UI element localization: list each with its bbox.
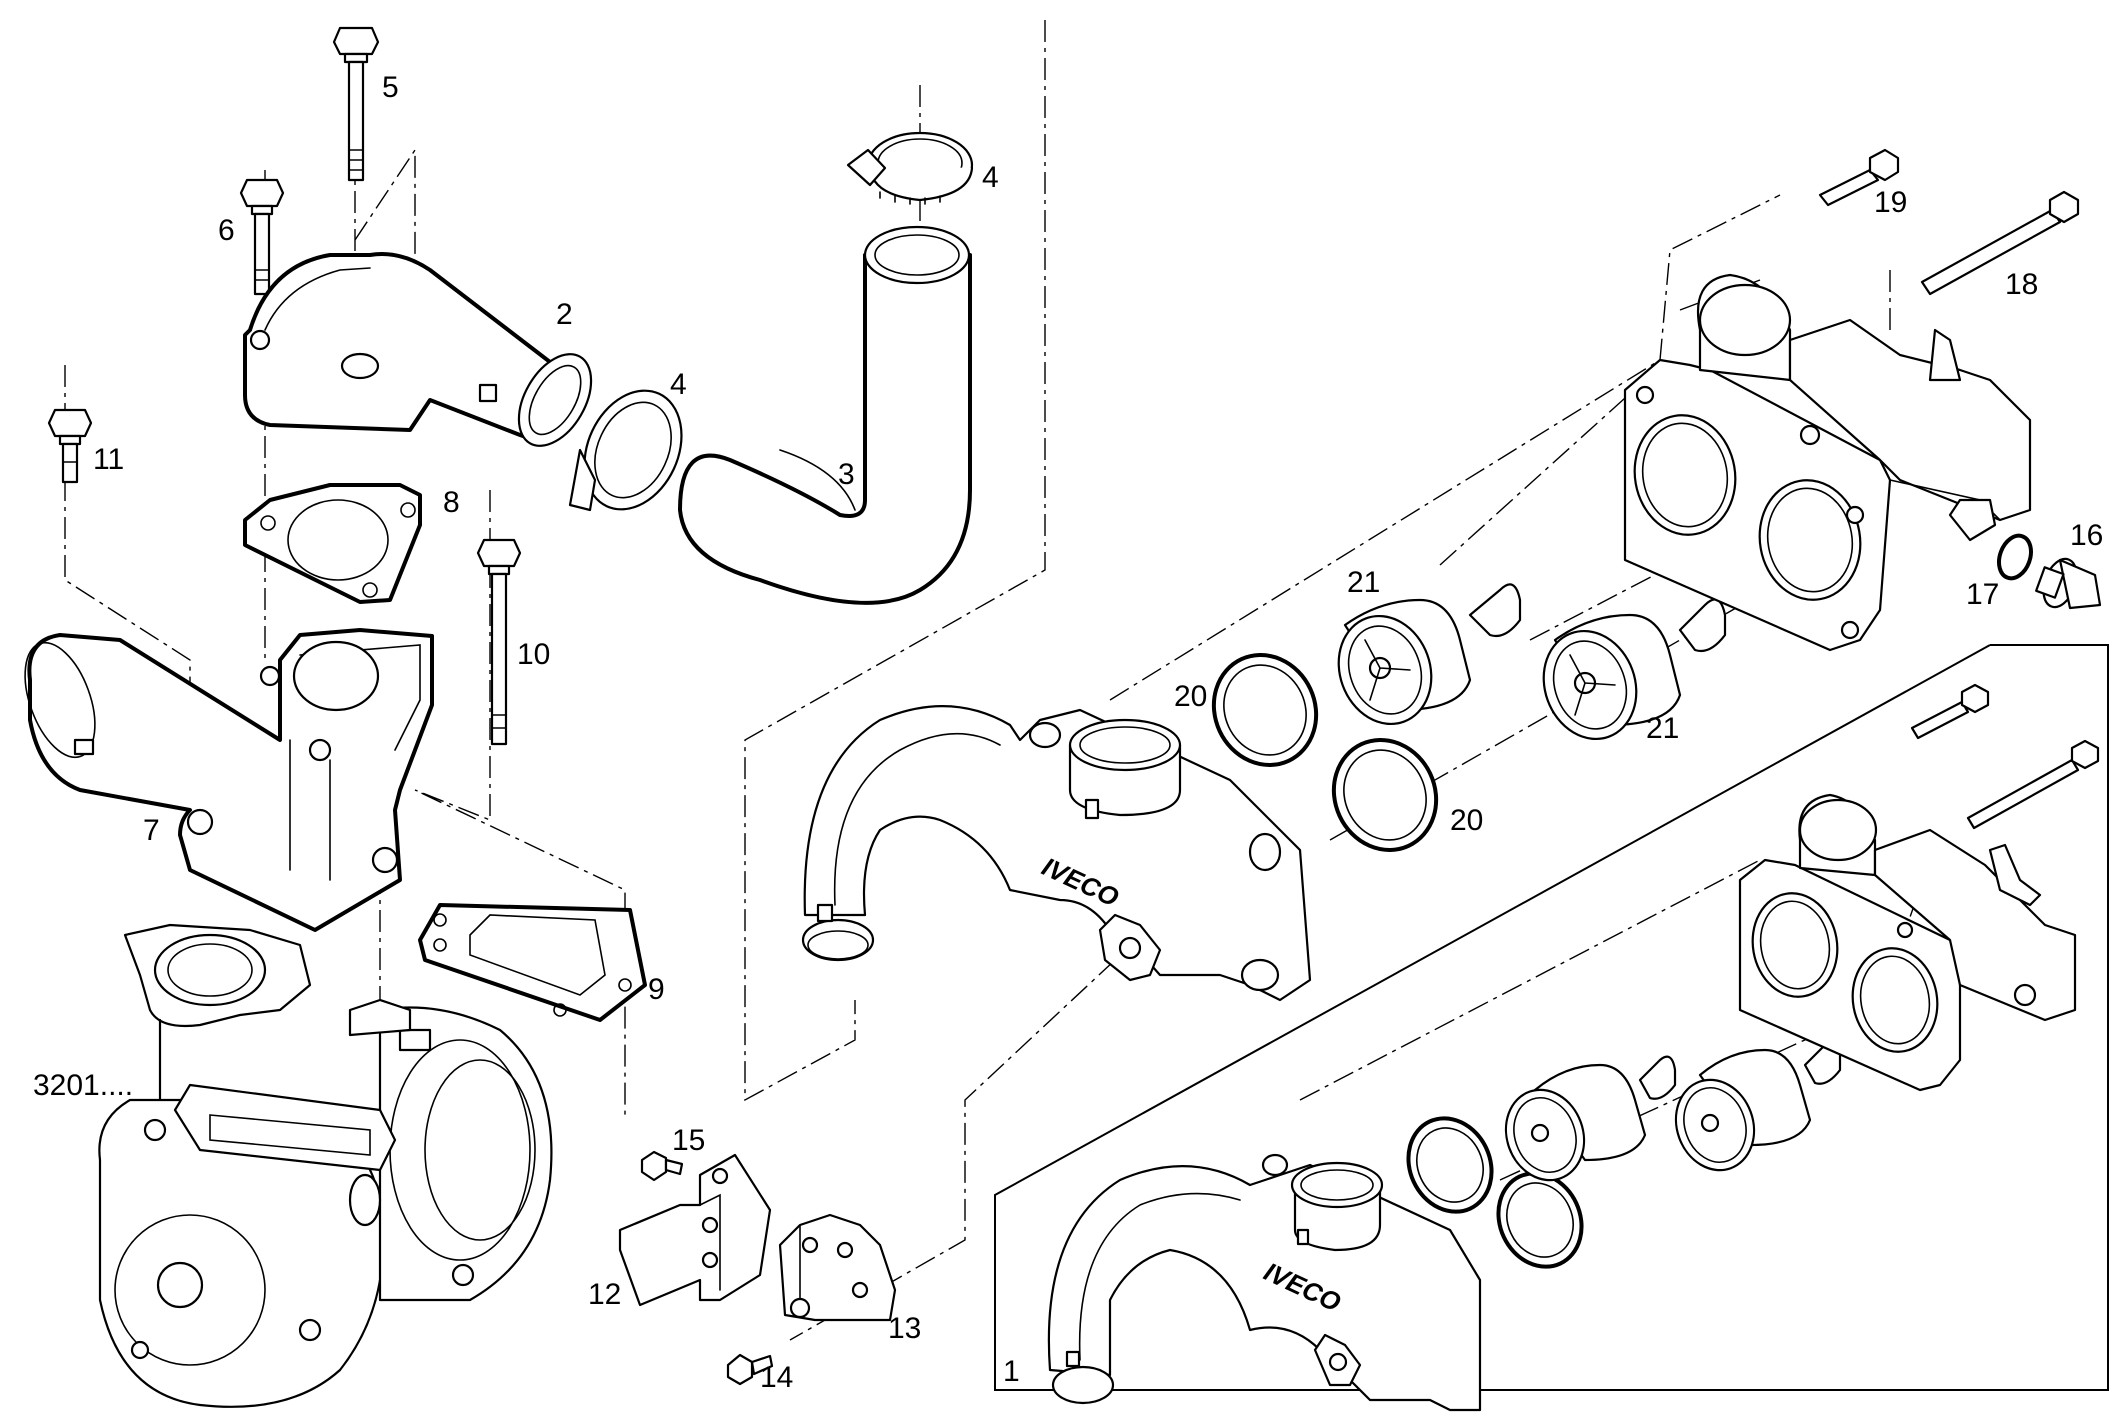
gasket-8 xyxy=(245,485,420,602)
bolt-19 xyxy=(1820,150,1898,205)
elbow-pipe-2 xyxy=(245,254,606,458)
kit-bolt-upper xyxy=(1912,685,1988,738)
callout-16: 16 xyxy=(2070,519,2103,552)
seal-ring-17 xyxy=(1993,531,2036,583)
bolt-11 xyxy=(49,410,91,482)
callout-17: 17 xyxy=(1966,578,1999,611)
thermostat-21-lower xyxy=(1529,599,1725,752)
callout-7: 7 xyxy=(143,814,160,847)
kit-bolt-lower xyxy=(1968,741,2098,828)
hose-3 xyxy=(680,227,970,603)
callout-6: 6 xyxy=(218,214,235,247)
callout-9: 9 xyxy=(648,973,665,1006)
thermostat-housing: IVECO xyxy=(803,706,1310,1000)
screw-14 xyxy=(728,1355,772,1384)
callout-20-lower: 20 xyxy=(1450,804,1483,837)
adapter-7 xyxy=(11,630,432,930)
callout-12: 12 xyxy=(588,1278,621,1311)
bolt-18 xyxy=(1922,192,2078,294)
hose-clamp-4-lower xyxy=(566,375,700,525)
callout-15: 15 xyxy=(672,1124,705,1157)
callout-3: 3 xyxy=(838,458,855,491)
callout-18: 18 xyxy=(2005,268,2038,301)
callout-reference: 3201.... xyxy=(33,1069,133,1102)
bracket-13 xyxy=(780,1215,895,1320)
bolt-6 xyxy=(241,180,283,294)
kit-thermostat-housing: IVECO xyxy=(1049,1155,1480,1410)
kit-inset-frame xyxy=(995,645,2108,1390)
callout-13: 13 xyxy=(888,1312,921,1345)
bracket-12 xyxy=(620,1155,770,1305)
screw-15 xyxy=(642,1152,682,1180)
bolt-5 xyxy=(334,28,378,180)
hose-clamp-4-upper xyxy=(848,133,972,204)
callout-5: 5 xyxy=(382,71,399,104)
callout-4-upper: 4 xyxy=(982,161,999,194)
kit-seal-ring-lower xyxy=(1483,1160,1596,1281)
kit-seal-ring-upper xyxy=(1393,1105,1506,1226)
kit-manifold xyxy=(1740,795,2075,1090)
callout-19: 19 xyxy=(1874,186,1907,219)
callout-11: 11 xyxy=(93,443,124,476)
thermostat-manifold xyxy=(1625,275,2030,650)
callout-2: 2 xyxy=(556,298,573,331)
turbocharger xyxy=(99,925,551,1407)
callout-labels: 5 6 2 4 4 3 11 8 10 7 9 3201.... 15 12 1… xyxy=(33,71,2103,1394)
kit-thermostat-lower xyxy=(1664,1042,1840,1182)
thermostat-21-upper xyxy=(1324,584,1520,737)
callout-21-upper: 21 xyxy=(1347,566,1380,599)
gasket-9 xyxy=(420,905,645,1020)
callout-20-upper: 20 xyxy=(1174,680,1207,713)
callout-1: 1 xyxy=(1003,1355,1020,1388)
callout-4-lower: 4 xyxy=(670,368,687,401)
callout-8: 8 xyxy=(443,486,460,519)
seal-ring-20-upper xyxy=(1196,638,1334,782)
callout-21-lower: 21 xyxy=(1646,712,1679,745)
callout-10: 10 xyxy=(517,638,550,671)
kit-thermostat-upper xyxy=(1494,1057,1675,1192)
seal-ring-20-lower xyxy=(1316,723,1454,867)
plug-16 xyxy=(2036,554,2100,611)
bolt-10 xyxy=(478,540,520,744)
callout-14: 14 xyxy=(760,1361,793,1394)
